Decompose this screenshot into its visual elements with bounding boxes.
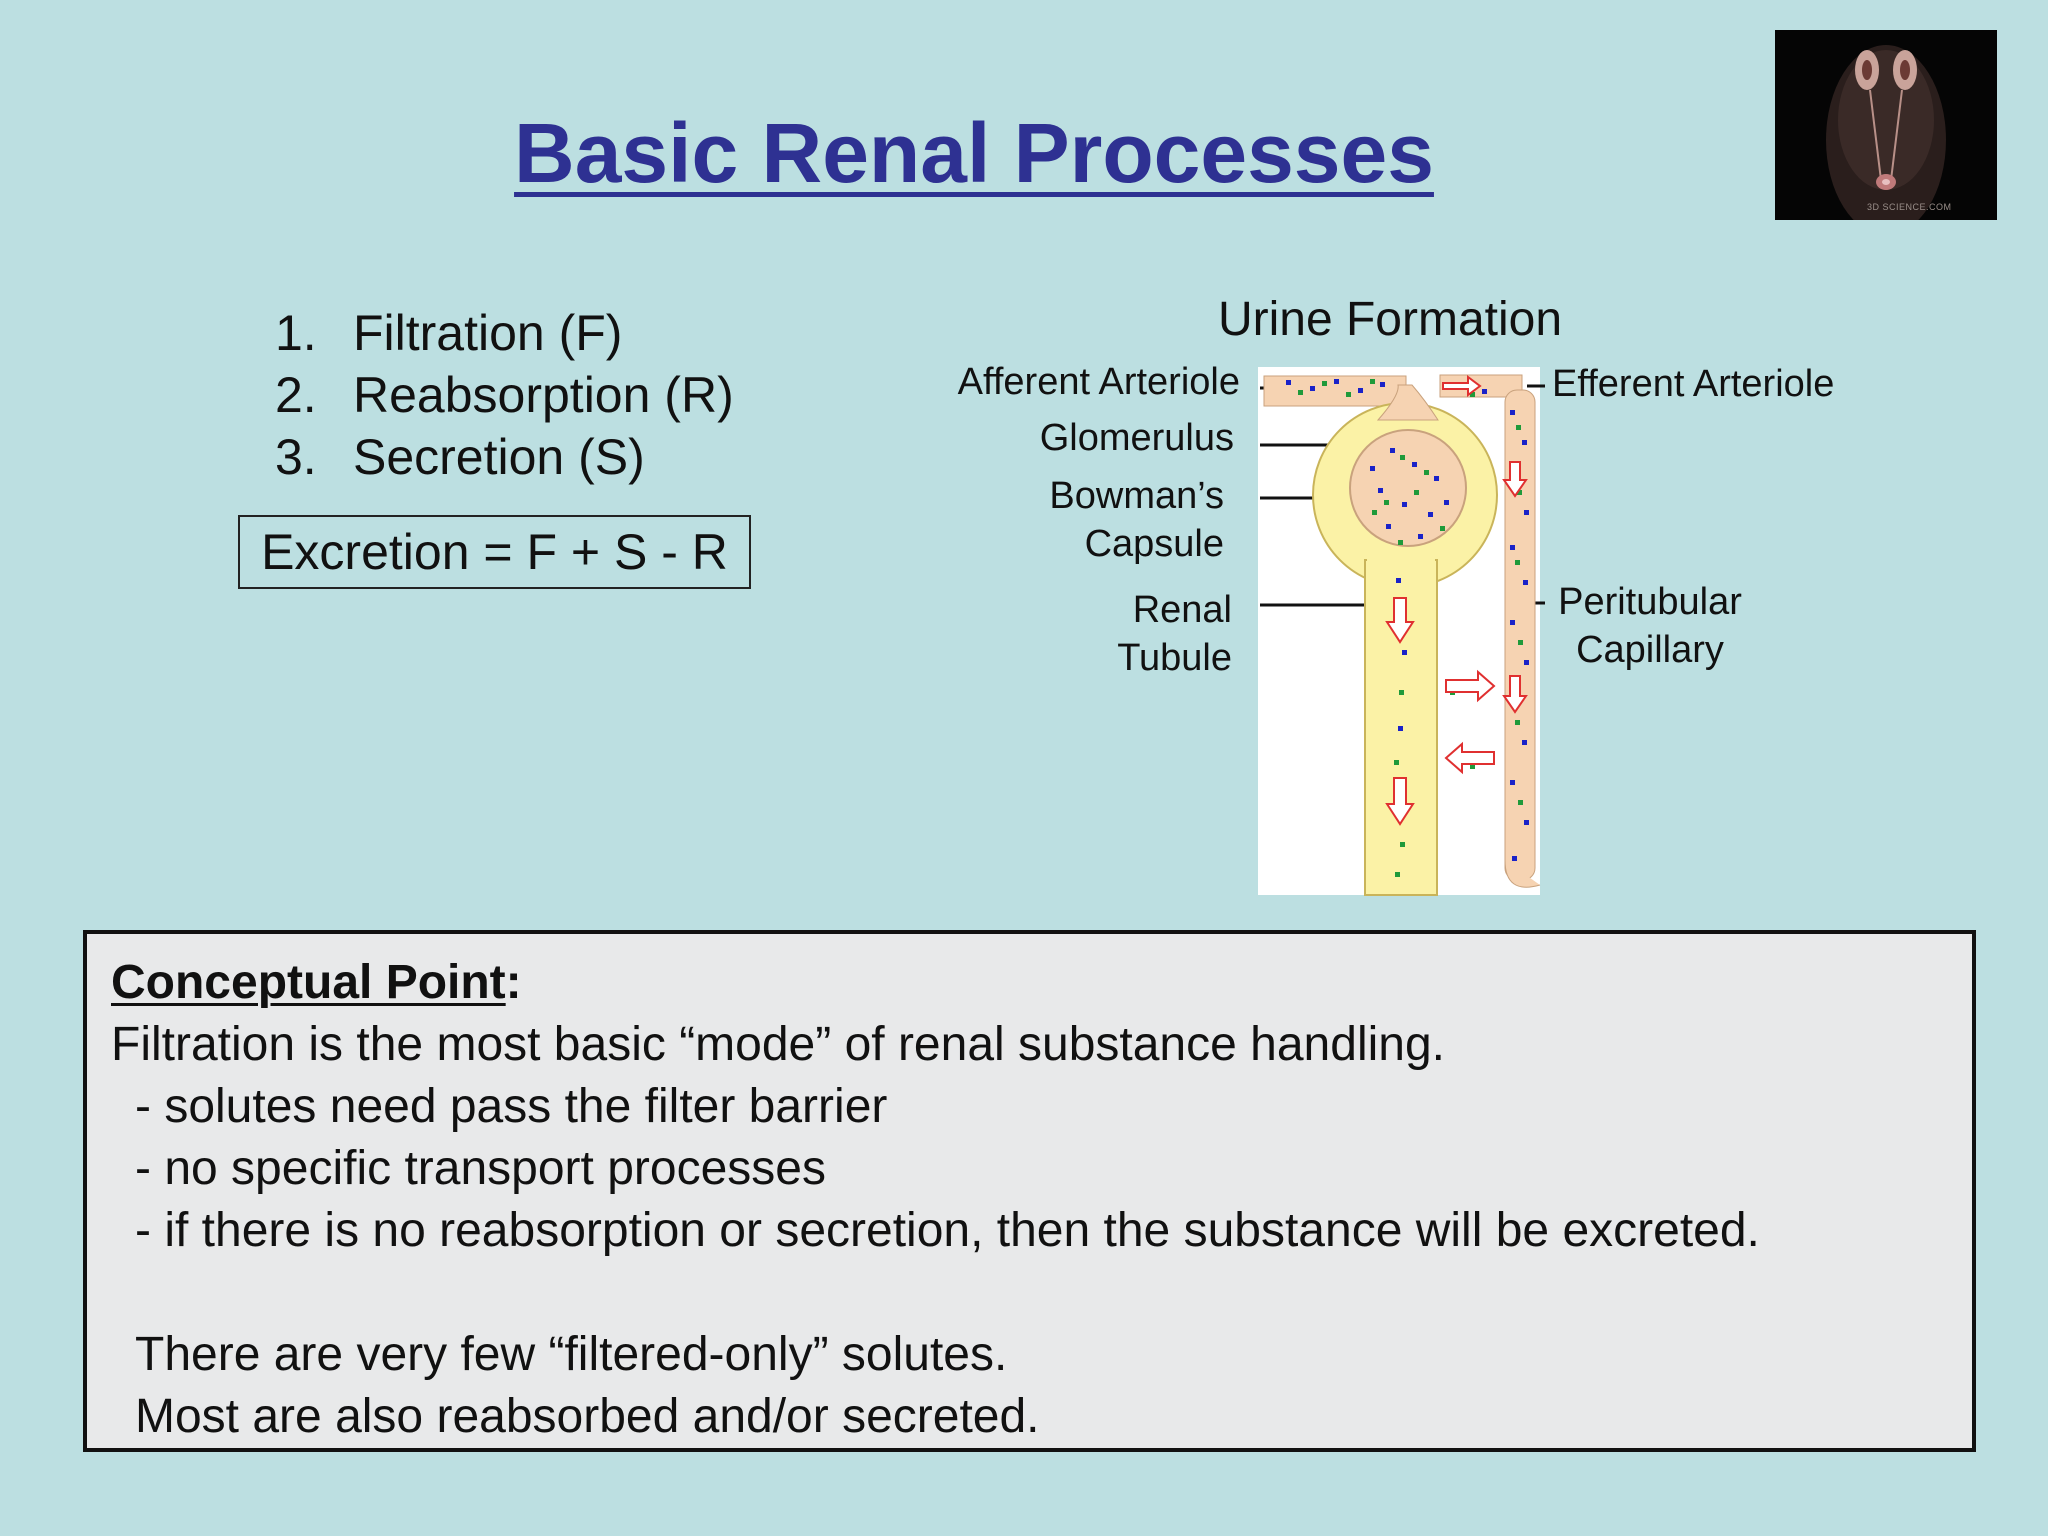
process-list: 1.Filtration (F) 2.Reabsorption (R) 3.Se… <box>275 302 734 488</box>
concept-bullet: - no specific transport processes <box>135 1142 826 1195</box>
arrow-icon <box>1445 669 1496 703</box>
label-efferent-arteriole: Efferent Arteriole <box>1552 363 1835 405</box>
arrow-icon <box>1385 777 1415 826</box>
process-item: 2.Reabsorption (R) <box>275 367 734 423</box>
label-renal-line1: Renal <box>1132 589 1232 631</box>
arrow-icon <box>1442 375 1482 397</box>
label-renal-line2: Tubule <box>1117 637 1232 679</box>
concept-line: Most are also reabsorbed and/or secreted… <box>135 1390 1040 1443</box>
label-peritubular-line1: Peritubular <box>1558 581 1742 623</box>
label-afferent-arteriole: Afferent Arteriole <box>957 361 1240 403</box>
label-glomerulus: Glomerulus <box>1039 417 1234 459</box>
label-bowmans-line1: Bowman’s <box>1049 475 1224 517</box>
conceptual-point-box: Conceptual Point: Filtration is the most… <box>83 930 1976 1452</box>
diagram-title: Urine Formation <box>1217 293 1563 346</box>
label-peritubular-line2: Capillary <box>1576 629 1724 671</box>
urine-formation-diagram <box>1258 367 1545 896</box>
glomerulus <box>1349 429 1467 547</box>
video-thumbnail[interactable]: 3D SCIENCE.COM <box>1775 30 1997 220</box>
concept-line: There are very few “filtered-only” solut… <box>135 1328 1008 1381</box>
concept-bullet: - solutes need pass the filter barrier <box>135 1080 888 1133</box>
flow-arrows <box>1385 375 1528 826</box>
arrow-icon <box>1502 675 1528 714</box>
process-item: 3.Secretion (S) <box>275 429 645 485</box>
process-item: 1.Filtration (F) <box>275 305 623 361</box>
concept-bullet: - if there is no reabsorption or secreti… <box>135 1204 1760 1257</box>
arrow-icon <box>1502 461 1528 498</box>
excretion-formula-box: Excretion = F + S - R <box>238 515 751 589</box>
arrow-icon <box>1444 741 1495 775</box>
video-watermark: 3D SCIENCE.COM <box>1867 202 1952 212</box>
label-bowmans-line2: Capsule <box>1084 523 1224 565</box>
kidney-video-icon <box>1775 30 1997 220</box>
arrow-icon <box>1385 597 1415 644</box>
concept-line: Filtration is the most basic “mode” of r… <box>111 1018 1445 1071</box>
concept-heading: Conceptual Point: <box>111 956 522 1009</box>
slide-title: Basic Renal Processes <box>514 106 1434 200</box>
concept-spacer <box>111 1262 1948 1324</box>
